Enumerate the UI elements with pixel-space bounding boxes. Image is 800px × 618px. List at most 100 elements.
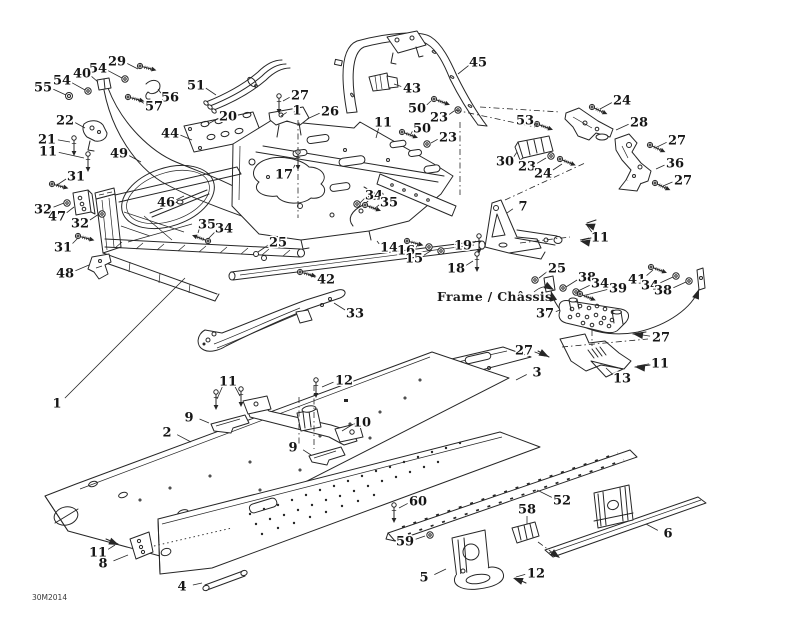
- callout-leader: [128, 155, 142, 163]
- callout-leader: [321, 381, 334, 388]
- part-callout-25: 25: [269, 236, 287, 251]
- callout-leader: [538, 271, 548, 279]
- callout-leader: [57, 139, 71, 143]
- callout-leader: [127, 63, 139, 70]
- part-callout-27: 27: [291, 89, 309, 104]
- part-callout-36: 36: [666, 157, 684, 172]
- callout-leader: [579, 237, 590, 241]
- callout-leader: [655, 164, 665, 170]
- part-callout-1: 1: [292, 104, 301, 119]
- callout-leader: [615, 123, 629, 131]
- callout-leader: [107, 70, 123, 79]
- part-callout-9: 9: [288, 441, 297, 456]
- callout-leader: [157, 88, 162, 94]
- callout-leader: [635, 333, 651, 337]
- wedge-support-30: [514, 135, 554, 161]
- callout-leader: [107, 544, 116, 550]
- callout-leader: [197, 228, 200, 234]
- part-callout-19: 19: [454, 239, 472, 254]
- callout-leader: [555, 309, 561, 313]
- part-callout-23: 23: [430, 111, 448, 126]
- front-bumper: [333, 30, 488, 127]
- bracket-5: [451, 529, 527, 590]
- part-callout-54: 54: [53, 74, 71, 89]
- callout-leader: [333, 302, 346, 311]
- part-callout-27: 27: [674, 174, 692, 189]
- callout-leader: [72, 238, 78, 244]
- callout-leader: [605, 367, 613, 375]
- frame-chassis-label: Frame / Châssis: [437, 289, 552, 304]
- callout-leader: [465, 260, 474, 266]
- part-callout-32: 32: [71, 217, 89, 232]
- part-callout-35: 35: [380, 196, 398, 211]
- callout-leader: [75, 264, 90, 272]
- callout-leader: [565, 279, 578, 288]
- part-callout-41: 41: [628, 273, 646, 288]
- clamp-58: [511, 521, 563, 561]
- callout-leader: [207, 231, 216, 240]
- part-callout-27: 27: [652, 331, 670, 346]
- callout-leader: [415, 535, 426, 540]
- part-callout-56: 56: [161, 91, 179, 106]
- callout-leader: [341, 424, 353, 432]
- callout-leader: [308, 274, 316, 278]
- callout-leader: [234, 386, 241, 397]
- callout-leader: [410, 131, 413, 135]
- callout-leader: [180, 134, 193, 141]
- part-callout-34: 34: [365, 189, 383, 204]
- tunnel-sheet: [44, 351, 510, 557]
- part-callout-2: 2: [162, 426, 171, 441]
- callout-leader: [656, 141, 667, 148]
- callout-leader: [585, 289, 608, 296]
- callout-leader: [552, 163, 563, 171]
- callout-leader: [58, 151, 85, 159]
- callout-leader: [448, 110, 455, 115]
- callout-leader: [176, 434, 192, 443]
- callout-leader: [375, 128, 379, 139]
- part-callout-11: 11: [651, 357, 669, 372]
- part-callout-9: 9: [184, 411, 193, 426]
- part-callout-38: 38: [578, 271, 596, 286]
- callout-leader: [645, 523, 659, 531]
- part-callout-7: 7: [518, 200, 527, 215]
- part-callout-1: 1: [52, 397, 61, 412]
- part-callout-23: 23: [518, 160, 536, 175]
- callout-leader: [91, 76, 99, 83]
- callout-leader: [415, 244, 419, 248]
- callout-leader: [359, 198, 365, 204]
- callout-leader: [292, 164, 296, 170]
- callout-leader: [515, 374, 527, 381]
- part-callout-3: 3: [532, 366, 541, 381]
- callout-leader: [56, 178, 67, 186]
- part-callout-50: 50: [413, 122, 431, 137]
- callout-leader: [176, 195, 185, 201]
- bracket-48: [87, 253, 112, 280]
- callout-leader: [434, 568, 447, 575]
- cleat-strip-52: [385, 449, 638, 542]
- callout-leader: [75, 122, 86, 129]
- part-callout-10: 10: [353, 416, 371, 431]
- callout-leader: [536, 489, 552, 498]
- part-callout-53: 53: [516, 114, 534, 129]
- part-callout-23: 23: [439, 131, 457, 146]
- steering-bracket: [82, 120, 108, 152]
- part-callout-5: 5: [419, 571, 428, 586]
- part-callout-11: 11: [219, 375, 237, 390]
- callout-leader: [646, 269, 654, 276]
- part-callout-35: 35: [198, 218, 216, 233]
- callout-leader: [473, 240, 477, 244]
- part-callout-24: 24: [534, 167, 552, 182]
- bracket-36: [614, 133, 652, 192]
- part-callout-47: 47: [48, 210, 66, 225]
- part-callout-11: 11: [39, 145, 57, 160]
- bracket-8: [105, 531, 154, 560]
- callout-leader: [302, 449, 312, 456]
- callout-leader: [53, 202, 65, 208]
- part-callout-12: 12: [335, 374, 353, 389]
- part-callout-21: 21: [38, 133, 56, 148]
- callout-leader: [430, 138, 438, 144]
- running-board-sheet: [153, 431, 541, 575]
